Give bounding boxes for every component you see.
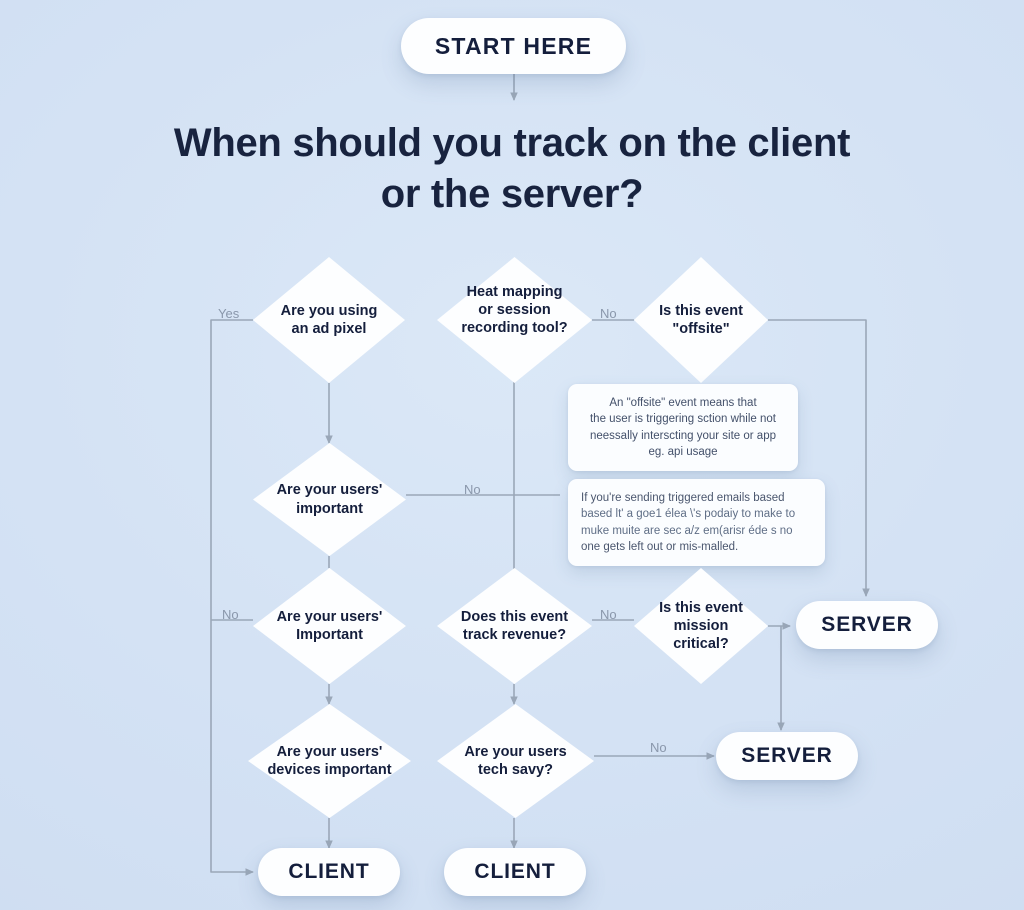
- note-line: An "offsite" event means that: [609, 397, 757, 409]
- decision-devices-important-label: Are your users'devices important: [267, 743, 392, 778]
- wire-adpixel-yes-to-client: [210, 319, 254, 876]
- terminator-client-mid[interactable]: CLIENT: [444, 848, 586, 896]
- terminator-server-top[interactable]: SERVER: [796, 601, 938, 649]
- page-title-line2: or the server?: [380, 172, 644, 217]
- terminator-server-bottom-label: SERVER: [741, 744, 833, 767]
- edge-label-no-track-revenue: No: [600, 607, 617, 622]
- note-line: neessally interscting your site or app: [589, 429, 776, 442]
- page-title: When should you track on the client or t…: [0, 118, 1024, 220]
- decision-users-important-label: Are your users'important: [276, 482, 383, 517]
- edge-label-yes-ad-pixel: Yes: [218, 306, 240, 321]
- decision-offsite-label: Is this event"offsite": [659, 302, 743, 337]
- note-line: eg. api usage: [648, 445, 718, 458]
- edge-label-no-users-important-2: No: [222, 607, 239, 622]
- terminator-server-bottom[interactable]: SERVER: [716, 732, 858, 780]
- note-offsite-definition: An "offsite" event means that the user i…: [568, 384, 798, 472]
- note-line: one gets left out or mis-malled.: [581, 540, 739, 553]
- page-title-line1: When should you track on the client: [173, 121, 851, 165]
- edge-label-no-heat-mapping: No: [600, 306, 617, 321]
- decision-devices-important[interactable]: Are your users'devices important: [248, 704, 411, 818]
- decision-users-important-2-label: Are your users'Important: [276, 608, 383, 643]
- decision-users-important-2[interactable]: Are your users'Important: [253, 568, 406, 684]
- note-triggered-emails: If you're sending triggered emails based…: [568, 479, 825, 567]
- edge-label-no-tech-savy: No: [650, 740, 667, 755]
- terminator-client-left[interactable]: CLIENT: [258, 848, 400, 896]
- note-line: the user is triggering sction while not: [589, 413, 776, 426]
- start-node-label: START HERE: [434, 32, 593, 59]
- note-line: muke muite are sec a/z em(arisr éde s no: [581, 524, 793, 537]
- decision-offsite[interactable]: Is this event"offsite": [634, 257, 768, 383]
- terminator-client-mid-label: CLIENT: [474, 860, 556, 883]
- note-line: If you're sending triggered emails based: [581, 492, 785, 504]
- edge-label-no-users-important: No: [464, 482, 481, 497]
- start-node[interactable]: START HERE: [401, 18, 626, 74]
- note-line: based lt' a goe1 élea \'s podaiy to make…: [581, 508, 796, 521]
- decision-users-important[interactable]: Are your users'important: [253, 443, 406, 556]
- terminator-server-top-label: SERVER: [821, 613, 913, 636]
- terminator-client-left-label: CLIENT: [288, 860, 370, 883]
